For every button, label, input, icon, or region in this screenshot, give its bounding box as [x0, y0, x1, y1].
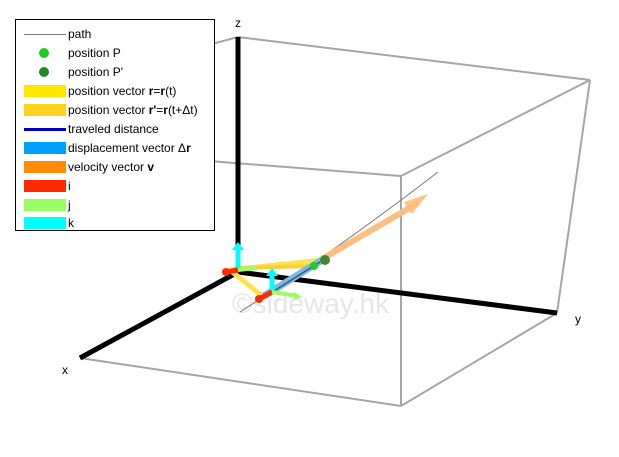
band-swatch [24, 161, 66, 173]
unit-vectors-origin [222, 242, 257, 276]
legend-item-i: i [16, 177, 214, 196]
legend-label: position vector r'=r(t+Δt) [68, 103, 198, 117]
legend-label: k [68, 216, 74, 230]
position-p-dot [320, 255, 330, 265]
legend-item-position-p: position P [16, 44, 214, 63]
unit-vectors-p [255, 268, 302, 303]
velocity-vector [320, 194, 428, 262]
legend-label: position P' [68, 65, 123, 79]
band-swatch [24, 85, 66, 97]
legend-item-position-vector-r-prime: position vector r'=r(t+Δt) [16, 101, 214, 120]
band-swatch [24, 180, 66, 192]
legend-label: i [68, 179, 71, 193]
line-swatch [24, 128, 66, 131]
legend-label: path [68, 27, 92, 41]
legend-item-position-vector-r: position vector r=r(t) [16, 82, 214, 101]
legend-item-position-p-prime: position P' [16, 63, 214, 82]
legend-label: position P [68, 46, 121, 60]
band-swatch [24, 199, 66, 211]
legend-item-k: k [16, 214, 214, 233]
legend-item-path: path [16, 25, 214, 44]
legend-item-velocity-vector: velocity vector v [16, 158, 214, 177]
legend-item-traveled-distance: traveled distance [16, 120, 214, 139]
legend-label: displacement vector Δr [68, 141, 191, 155]
legend-label: position vector r=r(t) [68, 84, 177, 98]
legend: path position P position P' position vec… [15, 19, 215, 231]
legend-item-displacement-vector: displacement vector Δr [16, 139, 214, 158]
path-swatch [24, 34, 66, 35]
legend-label: velocity vector v [68, 160, 155, 174]
legend-item-j: j [16, 196, 214, 215]
legend-label: traveled distance [68, 122, 159, 136]
dot-swatch [39, 48, 49, 58]
legend-label: j [68, 198, 71, 212]
axis-label-z: z [235, 16, 241, 30]
band-swatch [24, 142, 66, 154]
position-p-prime-dot [310, 262, 318, 270]
band-swatch [24, 104, 66, 116]
axis-label-x: x [62, 363, 68, 377]
band-swatch [24, 217, 66, 229]
x-axis [78, 269, 240, 361]
dot-swatch [39, 67, 49, 77]
axis-label-y: y [575, 312, 581, 326]
